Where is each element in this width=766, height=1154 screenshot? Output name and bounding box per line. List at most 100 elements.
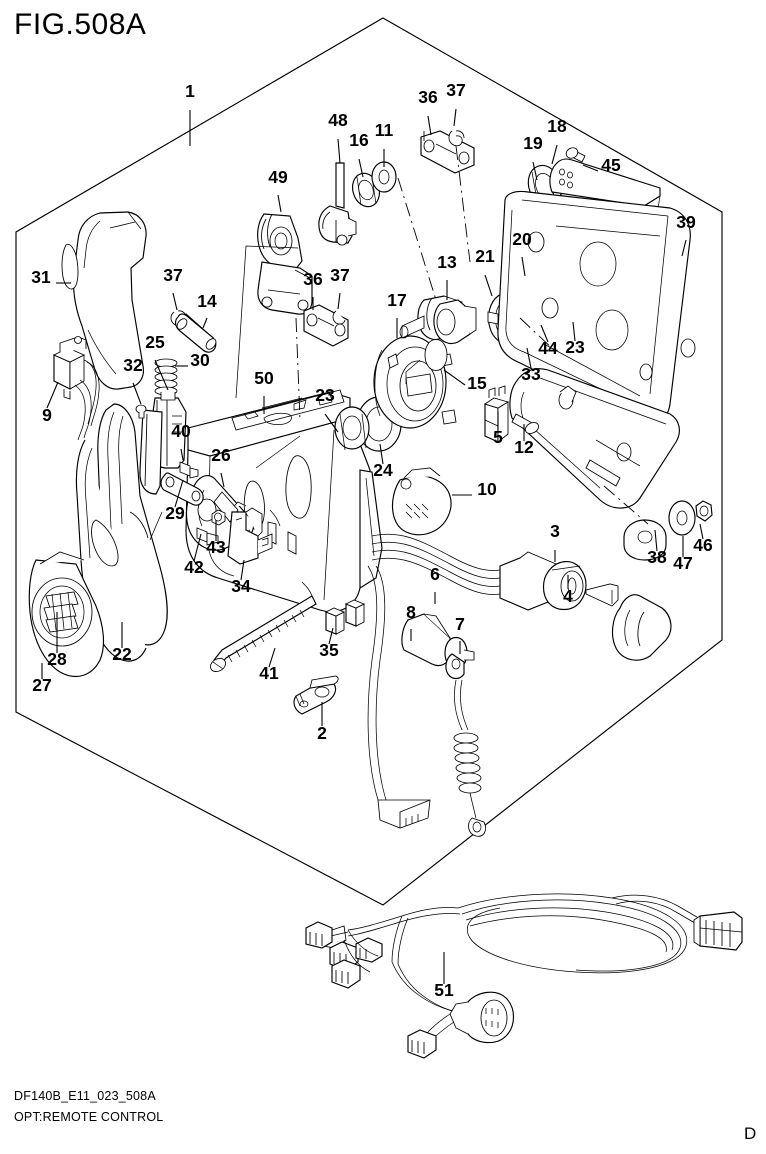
callout-number: 39 xyxy=(676,212,696,232)
callout-48: 48 xyxy=(328,110,348,164)
callout-25: 25 xyxy=(145,332,169,391)
boundary-hexagon xyxy=(15,17,723,906)
part-7-lanyard-clip xyxy=(445,653,486,837)
callout-number: 13 xyxy=(437,252,457,272)
callout-leader-line xyxy=(154,359,169,391)
callout-number: 26 xyxy=(211,445,231,465)
part-3-ignition-switch xyxy=(499,551,587,611)
callout-leader-line xyxy=(172,292,178,311)
part-12-bolt xyxy=(511,413,540,434)
corner-mark: D xyxy=(744,1124,757,1143)
callout-leader-line xyxy=(46,381,59,409)
callout-number: 35 xyxy=(319,640,339,660)
callout-38: 38 xyxy=(647,529,667,567)
callout-9: 9 xyxy=(42,381,59,425)
callout-leader-line xyxy=(277,194,282,213)
callout-leader-line xyxy=(337,138,341,164)
callout-33: 33 xyxy=(521,347,541,384)
callout-7: 7 xyxy=(455,614,465,654)
callout-23: 23 xyxy=(315,385,339,433)
callout-leader-line xyxy=(220,472,225,488)
callout-number: 19 xyxy=(523,133,543,153)
callout-10: 10 xyxy=(452,479,497,499)
callout-number: 5 xyxy=(493,427,503,447)
callout-5: 5 xyxy=(493,412,503,447)
callout-26: 26 xyxy=(211,445,231,488)
part-45-screw xyxy=(565,147,586,163)
callout-leader-line xyxy=(681,239,687,257)
callout-leader-line xyxy=(540,324,549,343)
part-43-nut xyxy=(211,509,226,526)
callout-number: 29 xyxy=(165,503,185,523)
callout-leader-line xyxy=(132,382,142,405)
callout-number: 6 xyxy=(430,564,440,584)
callout-leader-line xyxy=(572,321,576,342)
callout-41: 41 xyxy=(259,647,279,683)
callout-36: 36 xyxy=(418,87,438,136)
callout-40: 40 xyxy=(171,421,191,461)
callout-number: 36 xyxy=(418,87,438,107)
callout-22: 22 xyxy=(112,622,132,664)
part-10-cap xyxy=(391,467,452,536)
callout-leader-line xyxy=(453,108,457,127)
callout-leader-line xyxy=(324,413,339,433)
callout-4: 4 xyxy=(563,575,573,606)
wiring-harness-main xyxy=(367,533,501,829)
part-14-pin xyxy=(174,313,217,353)
callout-number: 20 xyxy=(512,229,532,249)
callout-number: 49 xyxy=(268,167,288,187)
callout-number: 4 xyxy=(563,586,573,606)
callout-3: 3 xyxy=(550,521,560,562)
callout-number: 18 xyxy=(547,116,567,136)
callout-1: 1 xyxy=(185,81,195,146)
callout-number: 15 xyxy=(467,373,487,393)
callout-number: 23 xyxy=(315,385,335,405)
callout-leader-line xyxy=(484,274,493,297)
part-3-key xyxy=(585,583,619,607)
callout-number: 37 xyxy=(446,80,465,100)
callout-number: 27 xyxy=(32,675,51,695)
part-46-nut xyxy=(695,500,713,522)
callout-45: 45 xyxy=(582,155,621,175)
callout-number: 3 xyxy=(550,521,560,541)
callout-16: 16 xyxy=(349,130,369,178)
callout-37: 37 xyxy=(446,80,466,127)
part-31-grip-handle xyxy=(61,211,147,390)
callout-number: 23 xyxy=(565,337,585,357)
callout-number: 14 xyxy=(197,291,217,311)
callout-8: 8 xyxy=(406,602,416,641)
part-9-switch-assembly xyxy=(52,336,100,441)
callout-number: 38 xyxy=(647,547,667,567)
harness-connector-right xyxy=(693,911,743,951)
callout-leader-line xyxy=(532,161,538,181)
lanyard-coil xyxy=(453,732,482,794)
part-35-grommets xyxy=(324,599,366,635)
callout-leader-line xyxy=(174,479,184,508)
callout-number: 46 xyxy=(693,535,713,555)
callout-34: 34 xyxy=(231,559,251,596)
callout-number: 40 xyxy=(171,421,191,441)
callout-32: 32 xyxy=(123,355,143,405)
callout-50: 50 xyxy=(254,368,274,414)
callout-number: 36 xyxy=(303,269,323,289)
footer-description: OPT:REMOTE CONTROL xyxy=(14,1110,164,1124)
page-title: FIG.508A xyxy=(14,8,147,41)
footer-code: DF140B_E11_023_508A xyxy=(14,1089,156,1103)
callout-layer: 1234567891011121314151617181920212223232… xyxy=(31,80,713,1000)
part-13-knob xyxy=(433,299,477,345)
callout-21: 21 xyxy=(475,246,495,297)
callout-number: 45 xyxy=(601,155,621,175)
right-side-cover xyxy=(497,190,696,424)
callout-42: 42 xyxy=(184,533,204,577)
callout-leader-line xyxy=(654,529,658,552)
callout-leader-line xyxy=(358,158,364,178)
callout-number: 28 xyxy=(47,649,67,669)
callout-36: 36 xyxy=(303,269,323,310)
callout-number: 11 xyxy=(375,120,394,140)
callout-6: 6 xyxy=(430,564,440,604)
callout-number: 16 xyxy=(349,130,369,150)
part-25-lever xyxy=(139,392,187,495)
callout-leader-line xyxy=(202,317,208,329)
part-40-bolt xyxy=(179,461,199,479)
callout-leader-line xyxy=(268,647,276,668)
